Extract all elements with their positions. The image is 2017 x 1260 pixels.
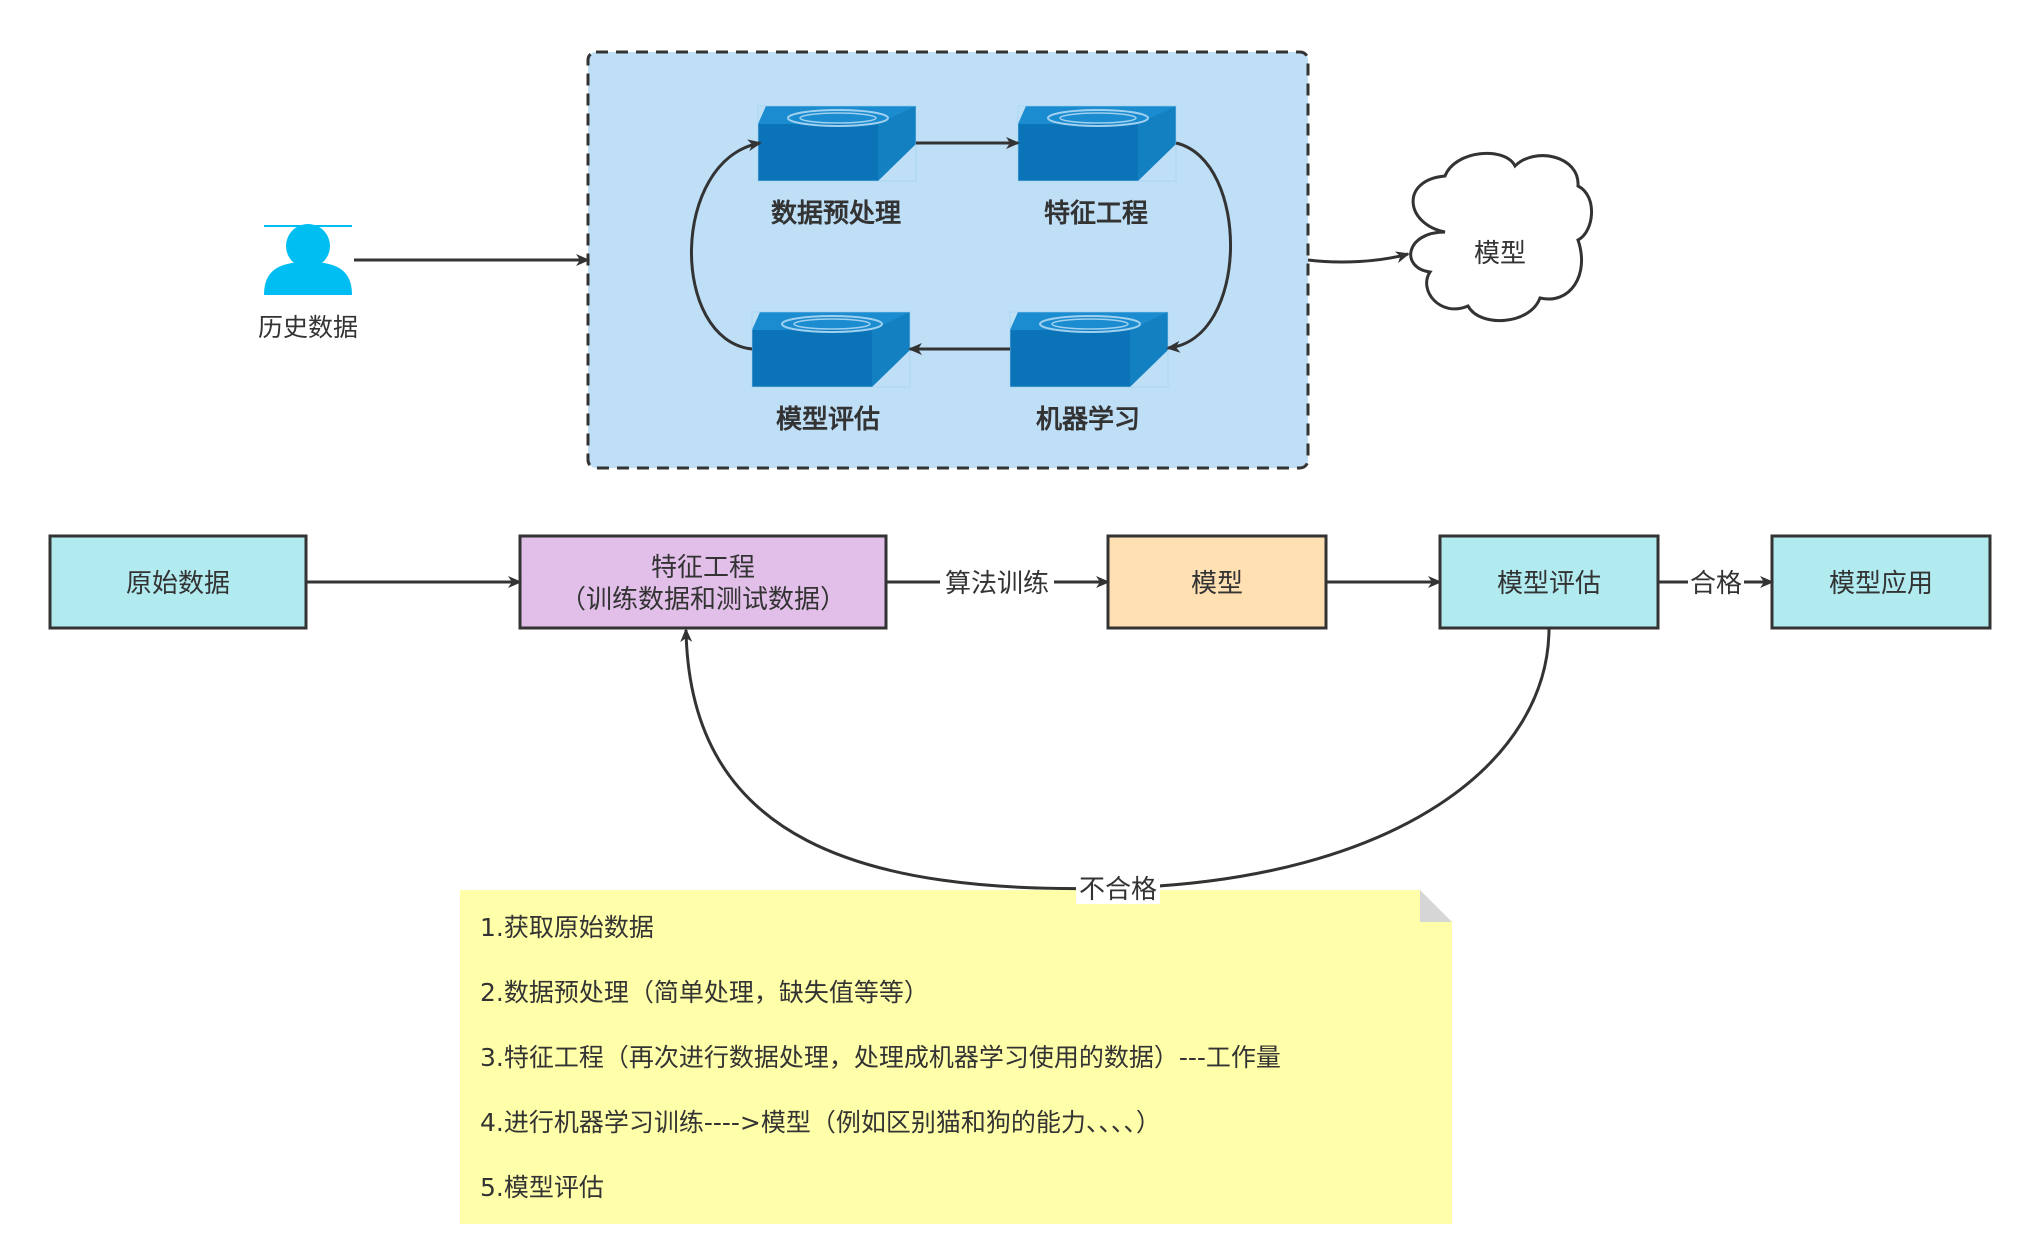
step-feature-label: 特征工程 [1044, 198, 1148, 229]
node-apply [1770, 534, 1992, 630]
node-evaluate [1438, 534, 1660, 630]
training-loop-container [586, 50, 1310, 470]
sticky-note [460, 890, 1452, 1224]
person-icon [264, 224, 352, 295]
node-raw-data [48, 534, 308, 630]
node-raw-data-label: 原始数据 [126, 569, 230, 599]
pass-edge-label: 合格 [1690, 569, 1742, 599]
step-ml-label: 机器学习 [1036, 404, 1140, 435]
step-preprocess-label: 数据预处理 [771, 199, 901, 229]
note-line-2: 2.数据预处理（简单处理，缺失值等等） [480, 978, 929, 1007]
arrow-eval-to-preprocess [690, 139, 762, 351]
actor-label: 历史数据 [258, 313, 358, 342]
note-line-1: 1.获取原始数据 [480, 913, 654, 942]
note-line-5: 5.模型评估 [480, 1173, 604, 1202]
arrow-feature-to-ml [1166, 141, 1232, 353]
note-line-4: 4.进行机器学习训练---->模型（例如区别猫和狗的能力、、、、） [480, 1108, 1161, 1137]
node-apply-label: 模型应用 [1829, 569, 1933, 599]
arrow-evaluate-to-feature-fail [680, 627, 1551, 891]
step-eval-label: 模型评估 [776, 405, 880, 435]
node-feature-label-line1: 特征工程 [651, 553, 755, 583]
model-cloud-shape [1409, 151, 1593, 323]
cloud-label: 模型 [1474, 239, 1526, 269]
fail-edge-label: 不合格 [1079, 875, 1157, 905]
node-evaluate-label: 模型评估 [1497, 569, 1601, 599]
note-line-3: 3.特征工程（再次进行数据处理，处理成机器学习使用的数据）---工作量 [480, 1043, 1281, 1072]
training-loop-group: 数据预处理 特征工程 模型评估 机器学习 [586, 50, 1310, 470]
arrow-loop-to-cloud [1307, 251, 1410, 264]
node-model-label: 模型 [1191, 569, 1243, 599]
node-feature-label-line2: （训练数据和测试数据） [560, 585, 846, 615]
train-edge-label: 算法训练 [945, 569, 1049, 599]
